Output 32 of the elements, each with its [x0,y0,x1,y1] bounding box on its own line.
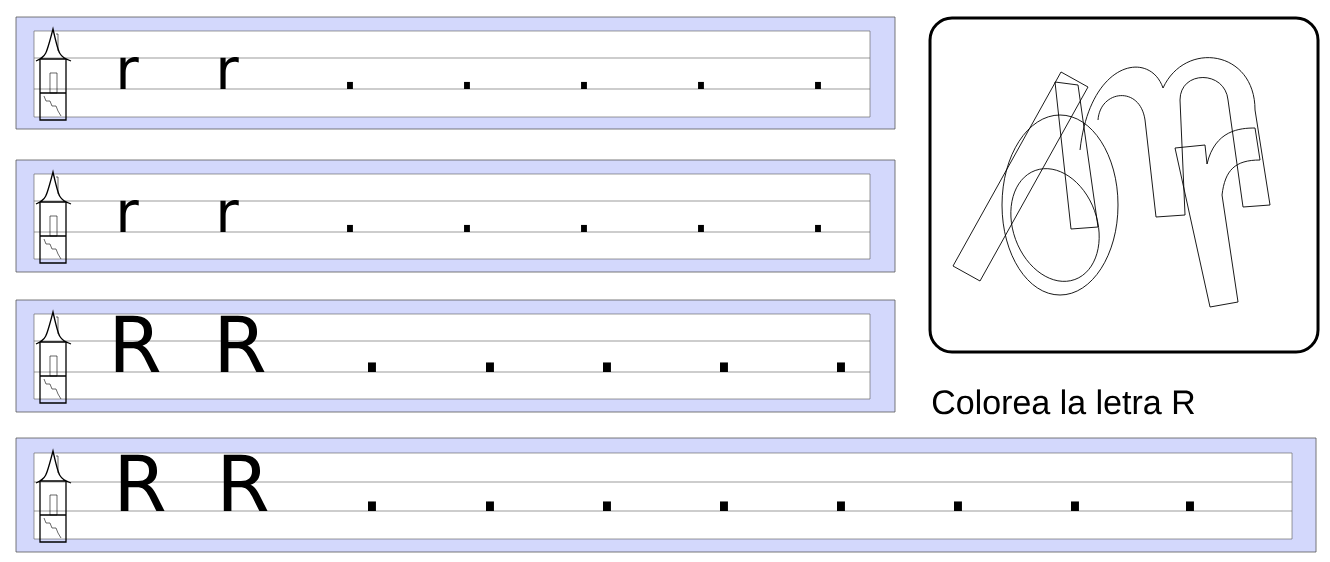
trace-dot: . [603,501,611,511]
trace-dot: . [720,501,728,511]
trace-dot: . [581,81,587,89]
trace-dot: . [698,224,704,232]
trace-dot: . [347,81,353,89]
model-letter: R [223,454,268,511]
trace-dot: . [347,224,353,232]
trace-dot: . [368,501,376,511]
trace-dot: . [464,224,470,232]
trace-dot: . [837,362,845,372]
model-letter: R [115,315,160,372]
model-letter: R [120,454,165,511]
trace-dot: . [603,362,611,372]
model-letter: R [220,315,265,372]
trace-dot: . [815,224,821,232]
trace-dot: . [720,362,728,372]
model-letter: r [120,57,139,89]
trace-dot: . [954,501,962,511]
trace-dot: . [1071,501,1079,511]
model-letter: r [220,57,239,89]
trace-dot: . [486,501,494,511]
model-letter: r [220,200,239,232]
trace-dot: . [837,501,845,511]
trace-dot: . [1186,501,1194,511]
trace-dot: . [581,224,587,232]
trace-dot: . [486,362,494,372]
model-letter: r [120,200,139,232]
instruction-text: Colorea la letra R [932,389,1195,415]
trace-dot: . [464,81,470,89]
trace-dot: . [698,81,704,89]
trace-dot: . [815,81,821,89]
trace-dot: . [368,362,376,372]
